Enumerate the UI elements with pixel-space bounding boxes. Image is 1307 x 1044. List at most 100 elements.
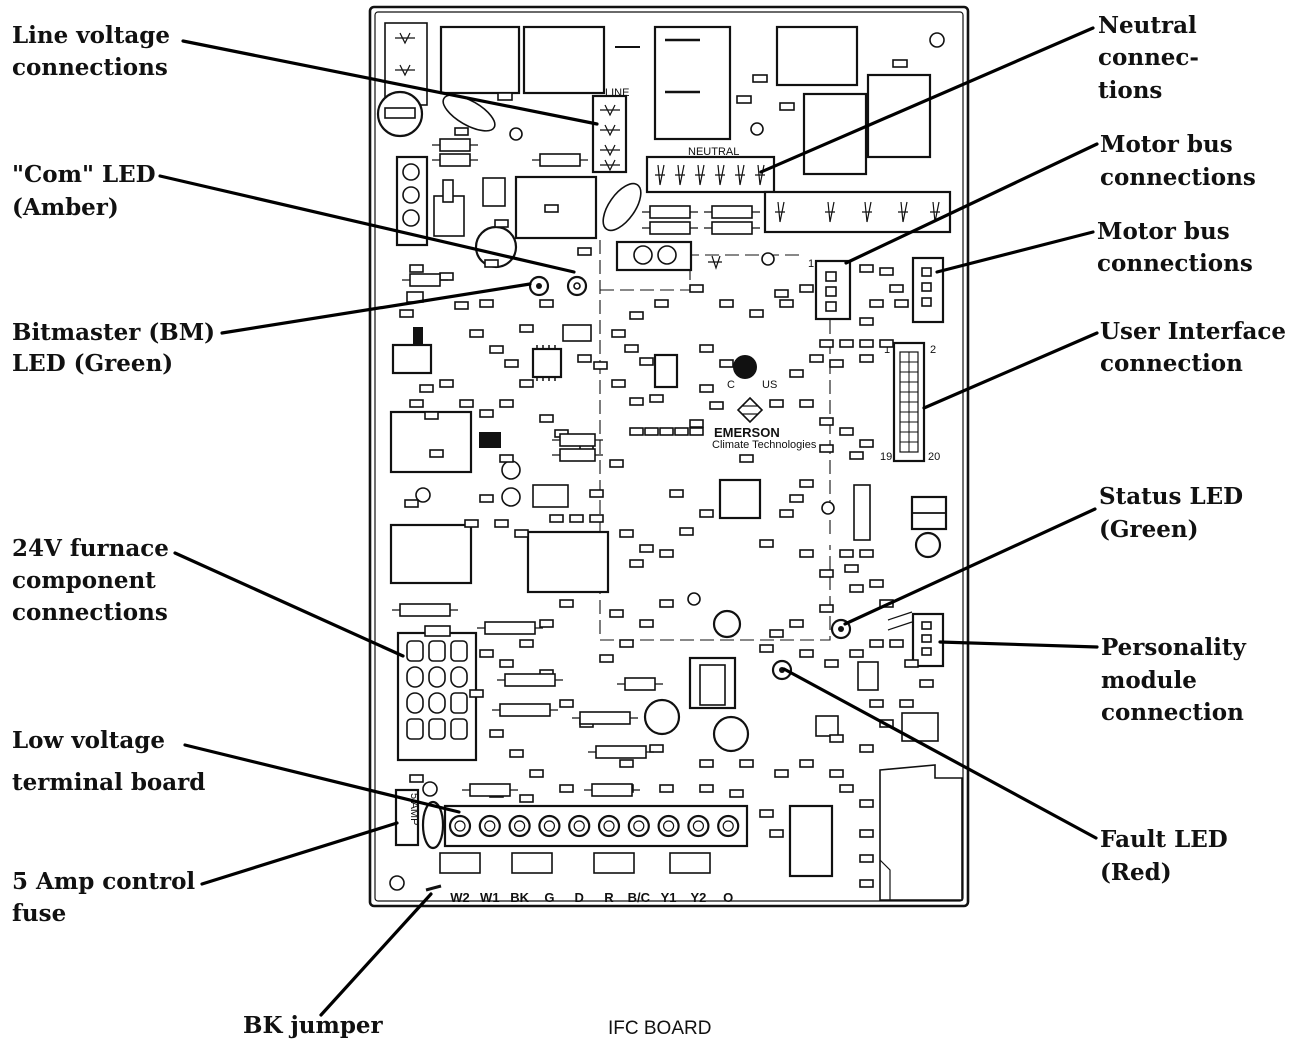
smd-component [539, 414, 554, 423]
smd-component [479, 409, 494, 418]
smd-component [659, 427, 674, 436]
smd-component [889, 284, 904, 293]
smd-component [789, 369, 804, 378]
terminal-label: B/C [628, 890, 651, 905]
smd-component [859, 799, 874, 808]
brand-name: EMERSON [714, 425, 780, 440]
smd-component [789, 619, 804, 628]
smd-component [799, 399, 814, 408]
leader-line-voltage [181, 39, 599, 126]
smd-component [869, 579, 884, 588]
terminal-screw-head [722, 820, 734, 832]
smd-component [799, 549, 814, 558]
resistor [595, 745, 647, 759]
smd-component [679, 527, 694, 536]
smd-component [699, 509, 714, 518]
smd-component [494, 519, 509, 528]
smd-component [774, 289, 789, 298]
terminal-label: Y2 [690, 890, 706, 905]
smd-component [904, 659, 919, 668]
terminal-label: BK [510, 890, 529, 905]
smd-component [869, 699, 884, 708]
pin-19-label: 19 [880, 451, 892, 463]
emerson-logo: EMERSON Climate Technologies [712, 396, 817, 451]
smd-component [609, 459, 624, 468]
smd-component [439, 272, 454, 281]
leader-status-led [843, 507, 1097, 626]
smd-component [619, 759, 634, 768]
terminal-label: W2 [450, 890, 470, 905]
smd-component [499, 399, 514, 408]
smd-component [577, 354, 592, 363]
smd-component [611, 329, 626, 338]
smd-component [819, 417, 834, 426]
smd-component [859, 317, 874, 326]
smd-component [559, 699, 574, 708]
smd-component [819, 444, 834, 453]
pin-1b-label: 1 [884, 344, 890, 356]
smd-component [539, 299, 554, 308]
label-motor-bus-2: Motor bus connections [1097, 218, 1253, 277]
smd-component [829, 734, 844, 743]
terminal-label: O [723, 890, 733, 905]
smd-component [674, 427, 689, 436]
smd-component [499, 454, 514, 463]
smd-component [649, 394, 664, 403]
smd-component [749, 309, 764, 318]
line-silk: LINE [605, 87, 629, 99]
smd-component [559, 784, 574, 793]
smd-component [611, 379, 626, 388]
label-motor-bus-1: Motor bus connections [1100, 131, 1256, 191]
smd-component [859, 439, 874, 448]
smd-component [469, 329, 484, 338]
fuse-silk: 5 AMP [408, 793, 420, 825]
smd-component [829, 769, 844, 778]
terminal-screw-head [692, 820, 705, 832]
leader-fault-led [782, 667, 1098, 840]
smd-component [859, 354, 874, 363]
smd-component [769, 629, 784, 638]
smd-component [409, 774, 424, 783]
label-bitmaster-led: Bitmaster (BM) LED (Green) [12, 319, 223, 377]
smd-component [799, 649, 814, 658]
smd-component [479, 494, 494, 503]
terminal-label: G [544, 890, 554, 905]
smd-component [739, 759, 754, 768]
smd-component [759, 809, 774, 818]
smd-component [639, 619, 654, 628]
smd-component [699, 784, 714, 793]
smd-component [689, 284, 704, 293]
label-status-led: Status LED (Green) [1099, 483, 1251, 543]
terminal-screw-head [543, 820, 556, 832]
terminal-screw-head [573, 820, 585, 832]
terminal-screw [568, 814, 591, 838]
smd-component [829, 359, 844, 368]
smd-component [799, 479, 814, 488]
terminal-label: W1 [480, 890, 500, 905]
resistor [579, 711, 631, 725]
smd-component [479, 299, 494, 308]
label-neutral: Neutral connec- tions [1098, 12, 1207, 104]
resistors [392, 138, 760, 797]
smd-component [549, 514, 564, 523]
smd-component [719, 299, 734, 308]
smd-component [539, 619, 554, 628]
smd-component [577, 247, 592, 256]
smd-component [709, 401, 724, 410]
smd-component [819, 339, 834, 348]
smd-component [839, 427, 854, 436]
terminal-screw-head [484, 820, 496, 832]
leader-motor-bus-1 [844, 142, 1099, 265]
smd-component [859, 339, 874, 348]
smd-component [609, 609, 624, 618]
neutral-silk: NEUTRAL [688, 146, 739, 158]
terminal-screw-head [513, 820, 526, 832]
terminal-screw [508, 814, 531, 838]
smd-component [699, 384, 714, 393]
smd-component [629, 559, 644, 568]
smd-component [779, 509, 794, 518]
smd-component [489, 729, 504, 738]
terminal-screw-head [603, 820, 615, 832]
smd-component [639, 357, 654, 366]
smd-component [699, 759, 714, 768]
